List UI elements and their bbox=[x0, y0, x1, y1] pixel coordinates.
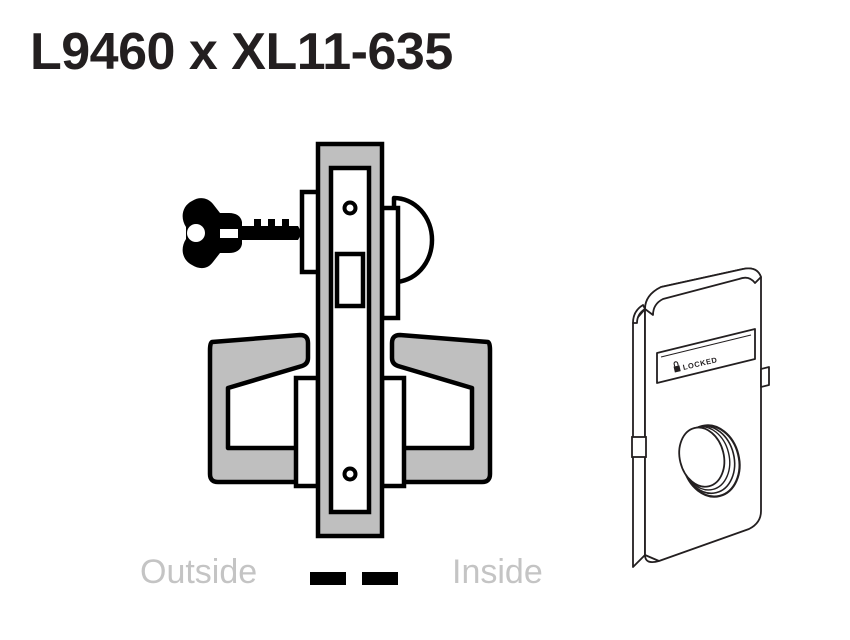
indicator-window bbox=[334, 251, 366, 309]
trim-bottom-fold bbox=[644, 554, 660, 562]
thumbturn-rose bbox=[678, 424, 741, 498]
thumbturn-stem bbox=[379, 205, 401, 321]
mortise-lock-diagram bbox=[150, 130, 550, 550]
key-bow-hole bbox=[187, 224, 205, 242]
escutcheon-inner-plate bbox=[328, 165, 372, 515]
legend-label-inside: Inside bbox=[452, 553, 543, 591]
edge-tab bbox=[631, 436, 647, 458]
orientation-legend: Outside Inside bbox=[130, 548, 600, 596]
status-indicator-window bbox=[656, 328, 756, 384]
trim-top-crown bbox=[644, 267, 762, 316]
lever-handle-outside bbox=[207, 332, 313, 485]
page-title: L9460 x XL11-635 bbox=[30, 23, 453, 81]
lever-hub-outside bbox=[293, 375, 321, 489]
trim-body bbox=[644, 267, 762, 564]
legend-divider-dash bbox=[362, 572, 398, 585]
bottom-screw-hole bbox=[342, 466, 358, 482]
mortise-lock-svg bbox=[182, 141, 493, 539]
key-body bbox=[182, 198, 302, 269]
status-window-inner-edge bbox=[660, 334, 752, 358]
lever-hub-inside bbox=[379, 375, 407, 489]
indicator-trim-diagram: LOCKED bbox=[615, 265, 815, 575]
legend-divider-dash bbox=[310, 572, 346, 585]
lever-handle-inside bbox=[387, 332, 493, 485]
side-tab bbox=[760, 366, 770, 388]
indicator-trim-svg: LOCKED bbox=[631, 267, 770, 568]
legend-label-outside: Outside bbox=[140, 553, 258, 591]
key bbox=[182, 198, 302, 269]
padlock-icon bbox=[673, 361, 681, 373]
thumbturn-dome bbox=[391, 195, 435, 285]
key-shoulder-notch bbox=[220, 229, 238, 238]
top-screw-hole bbox=[342, 200, 358, 216]
